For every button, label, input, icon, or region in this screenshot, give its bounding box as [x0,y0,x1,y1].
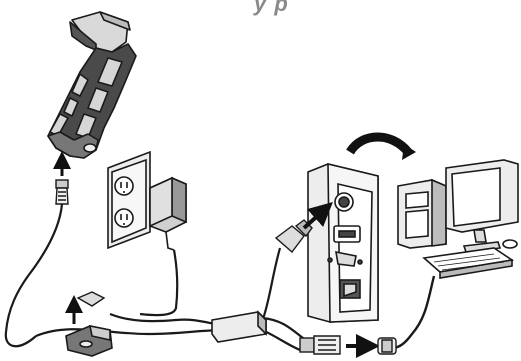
ps2-plug [299,335,341,355]
cable-latch [76,291,106,307]
power-adapter [149,176,187,251]
power-outlet [107,150,151,250]
title-fragment: y p [254,0,289,16]
scanner-cable-plug [55,179,69,205]
curved-arrow-icon [346,132,412,156]
right-arrow-icon [302,201,333,230]
keyboard-cable [391,275,436,350]
base-connector [65,324,113,357]
y-cable-module [211,310,267,343]
keyboard-cable-connector [377,337,397,355]
barcode-scanner-illustration [47,11,137,159]
pc-back-panel [307,162,379,323]
desktop-computer [397,159,519,279]
